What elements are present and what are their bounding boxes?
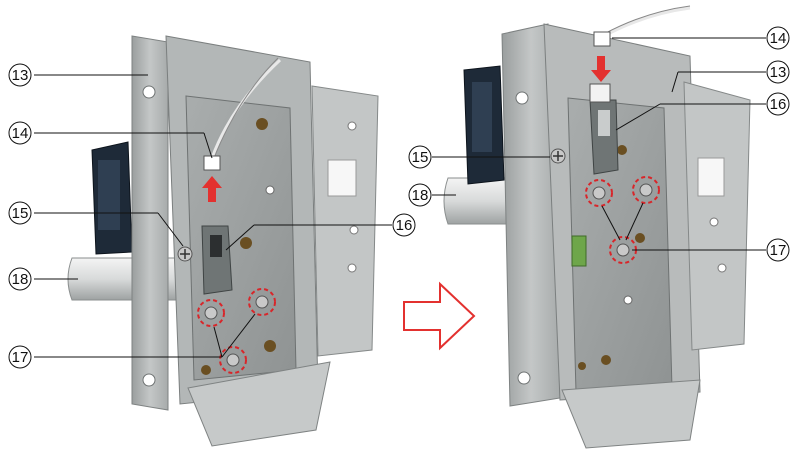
red-up-arrow-icon <box>202 176 222 202</box>
left-callout-17: 17 <box>8 345 32 369</box>
right-screw-15-cross <box>553 151 563 161</box>
right-wire-bundle <box>603 6 691 38</box>
left-lever-16 <box>201 225 233 295</box>
right-callout-17: 17 <box>766 238 790 262</box>
left-callout-16: 16 <box>392 213 416 237</box>
left-callout-15: 15 <box>8 201 32 225</box>
left-connector-14 <box>203 155 221 171</box>
left-side-bracket <box>311 85 379 357</box>
right-callout-18: 18 <box>408 183 432 207</box>
left-frame-hole-bottom <box>142 373 156 387</box>
right-connector-14 <box>593 31 611 47</box>
right-bracket-window <box>697 157 725 197</box>
svg-text:18: 18 <box>12 271 29 288</box>
left-lever-slot <box>210 235 222 257</box>
left-bracket-hole <box>347 121 357 131</box>
right-side-bracket <box>683 81 751 351</box>
right-assembly <box>443 5 751 449</box>
svg-text:15: 15 <box>12 205 29 222</box>
left-bottom-foot <box>187 361 331 447</box>
left-callout-13: 13 <box>8 63 32 87</box>
svg-text:13: 13 <box>12 67 29 84</box>
right-green-label <box>571 235 587 267</box>
left-screw-15-cross <box>180 249 190 259</box>
left-screws-17 <box>197 288 276 374</box>
right-callout-15: 15 <box>408 145 432 169</box>
left-callout-14: 14 <box>8 121 32 145</box>
left-callout-18: 18 <box>8 267 32 291</box>
left-bracket-window <box>327 159 357 197</box>
svg-text:14: 14 <box>12 125 29 142</box>
right-frame-hole <box>515 91 529 105</box>
left-gear-ridge <box>98 160 120 230</box>
left-leader-lines <box>34 74 392 358</box>
right-frame-hole-bottom <box>517 371 531 385</box>
left-bracket-hole-2 <box>349 225 359 235</box>
svg-text:17: 17 <box>12 349 29 366</box>
right-bracket-hole-2 <box>717 263 727 273</box>
left-bracket-hole-3 <box>347 263 357 273</box>
right-wire-outline <box>603 5 691 35</box>
svg-text:16: 16 <box>770 96 787 113</box>
svg-text:14: 14 <box>770 30 787 47</box>
right-gear-ridge <box>472 82 492 152</box>
right-leader-lines <box>432 37 766 251</box>
right-plate-screws <box>578 145 645 370</box>
svg-text:17: 17 <box>770 242 787 259</box>
svg-text:15: 15 <box>412 149 429 166</box>
left-assembly <box>67 35 379 447</box>
left-plate-screws <box>201 118 276 375</box>
left-back-frame <box>131 35 169 411</box>
left-wire-outline <box>213 57 279 159</box>
left-frame-hole <box>142 85 156 99</box>
svg-text:16: 16 <box>396 217 413 234</box>
red-down-arrow-icon <box>591 56 611 82</box>
right-bottom-foot <box>561 379 701 449</box>
right-connector-seat <box>589 83 611 103</box>
svg-text:13: 13 <box>770 64 787 81</box>
right-bracket-hole <box>709 217 719 227</box>
right-lever-slot <box>598 110 610 136</box>
svg-text:18: 18 <box>412 187 429 204</box>
right-callout-14: 14 <box>766 26 790 50</box>
right-callout-13: 13 <box>766 60 790 84</box>
hollow-right-arrow-icon <box>403 281 476 351</box>
right-callout-16: 16 <box>766 92 790 116</box>
